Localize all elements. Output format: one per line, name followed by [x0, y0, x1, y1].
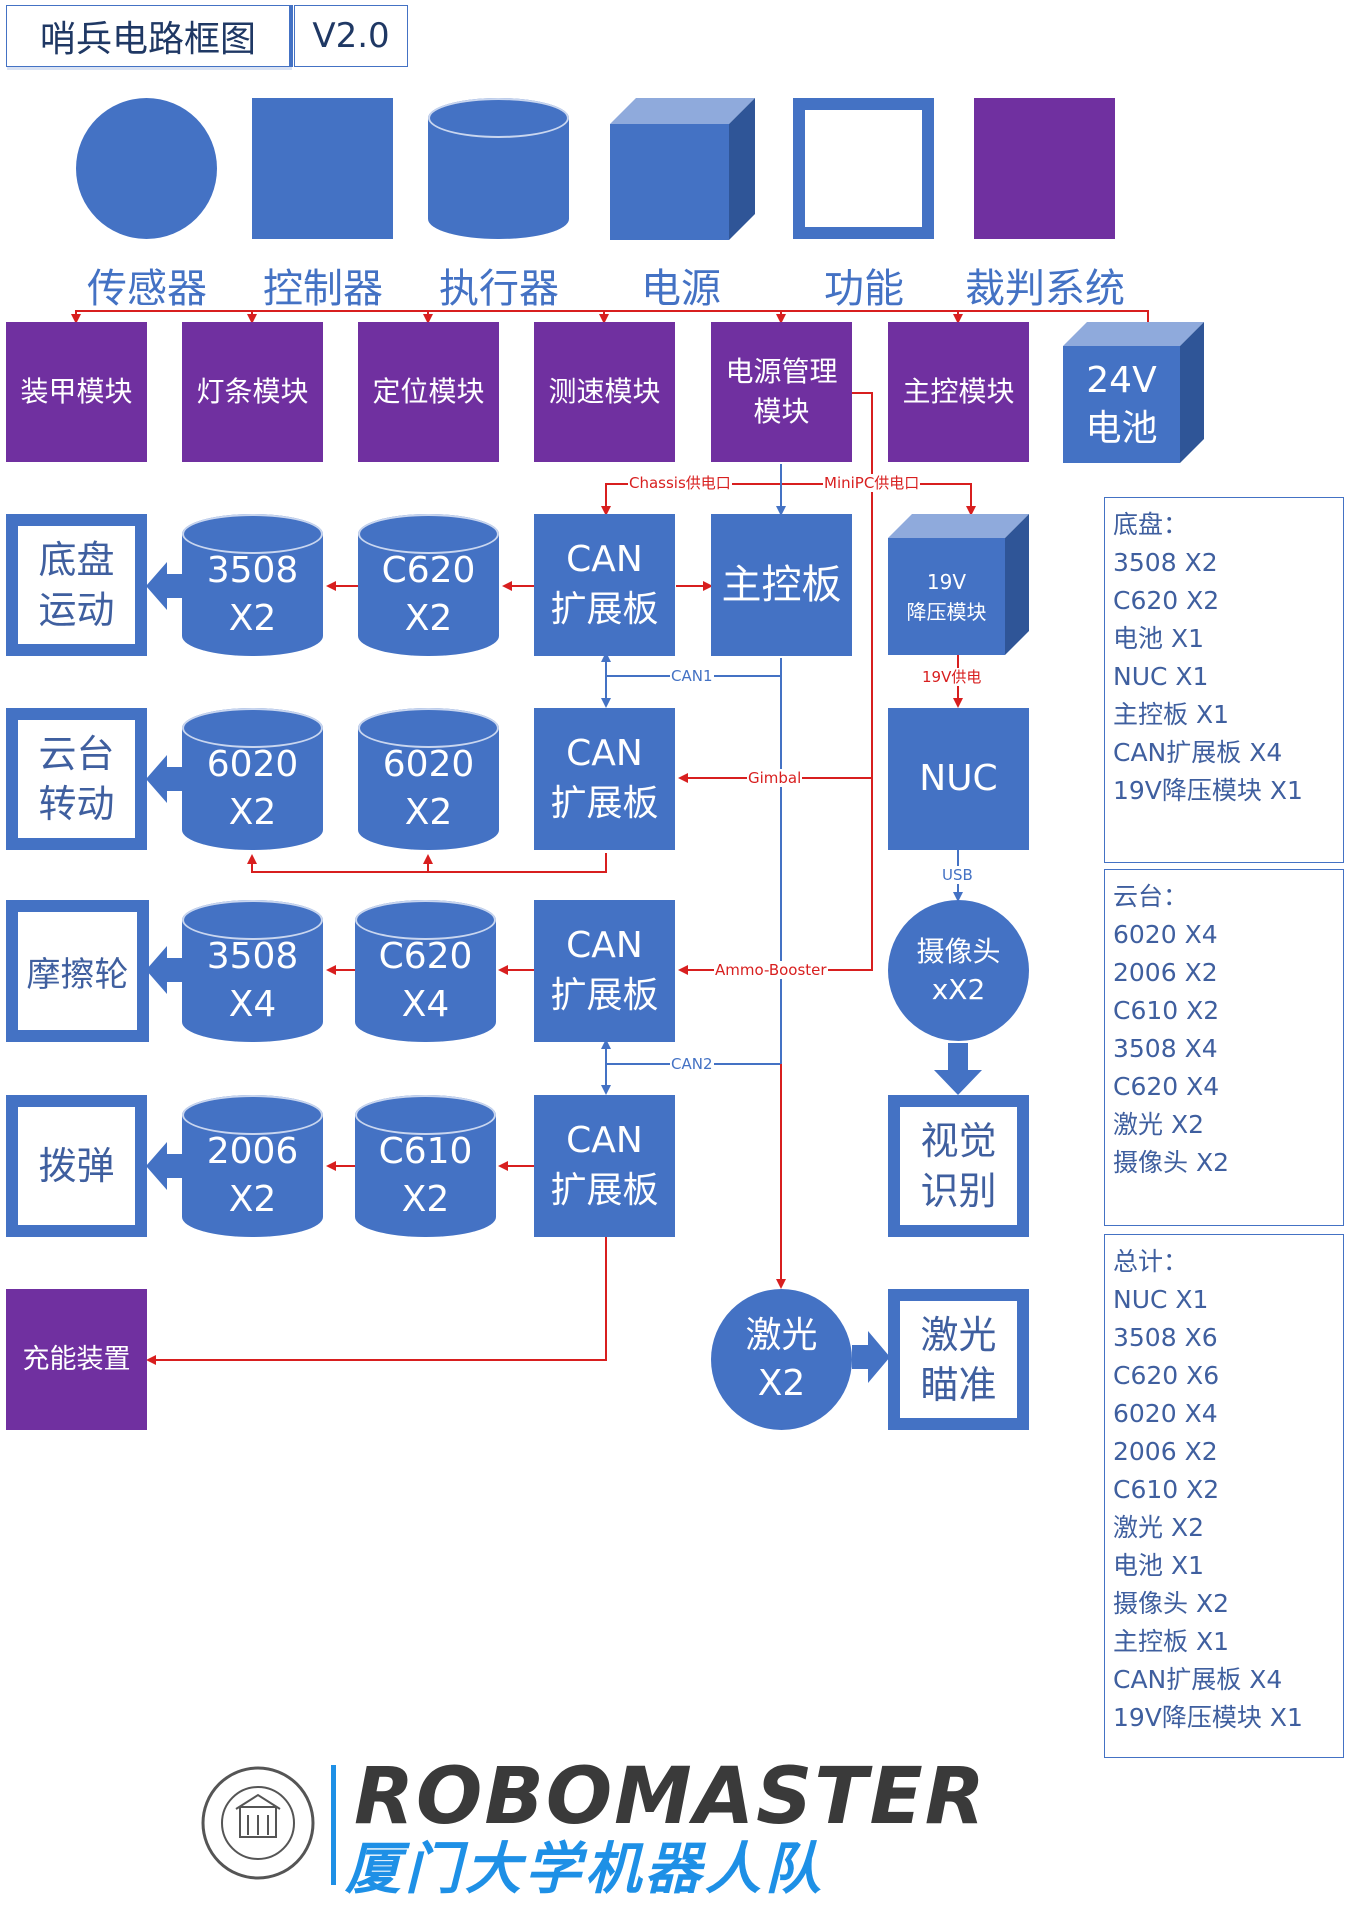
note-line: 摄像头 X2	[1113, 1148, 1229, 1177]
note-line: 3508 X2	[1113, 548, 1218, 577]
friction-wheel: 摩擦轮	[6, 900, 149, 1042]
battery-label: 24V 电池	[1085, 359, 1158, 449]
main-control-board: 主控板	[711, 514, 852, 656]
note-line: 主控板 X1	[1113, 1627, 1229, 1656]
wire-label-minipc-power: MiniPC供电口	[823, 474, 921, 492]
motor-3508-x2: 3508 X2	[182, 514, 323, 656]
diagram-title: 哨兵电路框图	[6, 5, 293, 67]
note-line: 云台：	[1113, 882, 1189, 911]
motor-3508-x4: 3508 X4	[182, 900, 323, 1042]
note-line: CAN扩展板 X4	[1113, 1665, 1283, 1694]
battery-cube	[1063, 322, 1204, 463]
university-seal-icon	[201, 1766, 315, 1880]
note-line: 19V降压模块 X1	[1113, 776, 1303, 805]
power-bus	[71, 310, 1149, 324]
armor-module: 装甲模块	[6, 322, 147, 462]
note-line: 激光 X2	[1113, 1513, 1204, 1542]
can-expansion-board-1: CAN 扩展板	[534, 514, 675, 656]
wire-label-chassis-power: Chassis供电口	[628, 474, 732, 492]
legend-label-controller: 控制器	[263, 266, 383, 312]
note-line: 2006 X2	[1113, 1437, 1218, 1466]
note-line: 电池 X1	[1113, 1551, 1204, 1580]
nuc-computer: NUC	[888, 708, 1029, 850]
footer-divider	[331, 1765, 336, 1885]
note-line: 电池 X1	[1113, 624, 1204, 653]
note-line: 3508 X4	[1113, 1034, 1218, 1063]
ball-feeder: 拨弹	[6, 1095, 147, 1237]
legend-label-referee: 裁判系统	[965, 266, 1125, 312]
chassis-motion: 底盘 运动	[6, 514, 147, 656]
laser-sensor: 激光 X2	[711, 1289, 852, 1430]
esc-c610: C610 X2	[355, 1095, 496, 1237]
legend-power-shape	[610, 98, 755, 240]
speed-module: 测速模块	[534, 322, 675, 462]
note-line: C620 X6	[1113, 1361, 1220, 1390]
legend-label-actuator: 执行器	[439, 266, 559, 312]
note-line: C620 X2	[1113, 586, 1220, 615]
can-expansion-board-2: CAN 扩展板	[534, 708, 675, 850]
wire-label-19v: 19V供电	[921, 668, 983, 686]
note-line: 总计：	[1113, 1247, 1189, 1276]
wire-label-can2: CAN2	[670, 1055, 714, 1073]
function-arrows	[146, 562, 982, 1383]
motor-6020-a: 6020 X2	[182, 708, 323, 850]
motor-6020-b: 6020 X2	[358, 708, 499, 850]
note-line: C620 X4	[1113, 1072, 1220, 1101]
legend-label-function: 功能	[824, 266, 904, 312]
wire-label-ammo-booster: Ammo-Booster	[714, 961, 828, 979]
esc-c620-x4: C620 X4	[355, 900, 496, 1042]
note-line: 6020 X4	[1113, 1399, 1218, 1428]
wire-label-gimbal: Gimbal	[747, 769, 803, 787]
can-expansion-board-4: CAN 扩展板	[534, 1095, 675, 1237]
note-gimbal: 云台： 6020 X4 2006 X2 C610 X2 3508 X4 C620…	[1104, 869, 1344, 1226]
note-total: 总计： NUC X1 3508 X6 C620 X6 6020 X4 2006 …	[1104, 1234, 1344, 1758]
note-line: 底盘：	[1113, 510, 1189, 539]
buck-converter-label: 19V 降压模块	[906, 569, 987, 624]
note-line: 3508 X6	[1113, 1323, 1218, 1352]
note-line: C610 X2	[1113, 1475, 1220, 1504]
note-line: 2006 X2	[1113, 958, 1218, 987]
note-line: 激光 X2	[1113, 1110, 1204, 1139]
legend-sensor-shape	[76, 98, 217, 239]
robomaster-logo-text: ROBOMASTER	[354, 1752, 987, 1842]
energy-device: 充能装置	[6, 1289, 147, 1430]
note-line: NUC X1	[1113, 1285, 1209, 1314]
legend-label-sensor: 传感器	[87, 266, 207, 312]
drive-signals	[146, 581, 607, 1365]
laser-aiming: 激光 瞄准	[888, 1289, 1029, 1430]
power-management-module: 电源管理 模块	[711, 322, 852, 462]
note-line: 主控板 X1	[1113, 700, 1229, 729]
note-line: C610 X2	[1113, 996, 1220, 1025]
wire-label-usb: USB	[941, 866, 974, 884]
note-line: CAN扩展板 X4	[1113, 738, 1283, 767]
legend-referee-shape	[974, 98, 1115, 239]
wire-label-can1: CAN1	[670, 667, 714, 685]
can-expansion-board-3: CAN 扩展板	[534, 900, 675, 1042]
positioning-module: 定位模块	[358, 322, 499, 462]
note-chassis: 底盘： 3508 X2 C620 X2 电池 X1 NUC X1 主控板 X1 …	[1104, 497, 1344, 863]
main-control-module: 主控模块	[888, 322, 1029, 462]
motor-2006: 2006 X2	[182, 1095, 323, 1237]
version-label: V2.0	[294, 5, 408, 67]
legend-actuator-shape	[428, 98, 569, 239]
note-line: NUC X1	[1113, 662, 1209, 691]
team-name: 厦门大学机器人队	[345, 1837, 825, 1902]
vision-recognition: 视觉 识别	[888, 1095, 1029, 1237]
legend-function-shape	[793, 98, 934, 239]
buck-converter-cube	[888, 514, 1029, 655]
note-line: 摄像头 X2	[1113, 1589, 1229, 1618]
light-bar-module: 灯条模块	[182, 322, 323, 462]
legend-label-power: 电源	[641, 266, 721, 312]
gimbal-rotation: 云台 转动	[6, 708, 147, 850]
esc-c620-x2: C620 X2	[358, 514, 499, 656]
camera-sensor: 摄像头 xX2	[888, 900, 1029, 1041]
legend-controller-shape	[252, 98, 393, 239]
note-line: 19V降压模块 X1	[1113, 1703, 1303, 1732]
note-line: 6020 X4	[1113, 920, 1218, 949]
